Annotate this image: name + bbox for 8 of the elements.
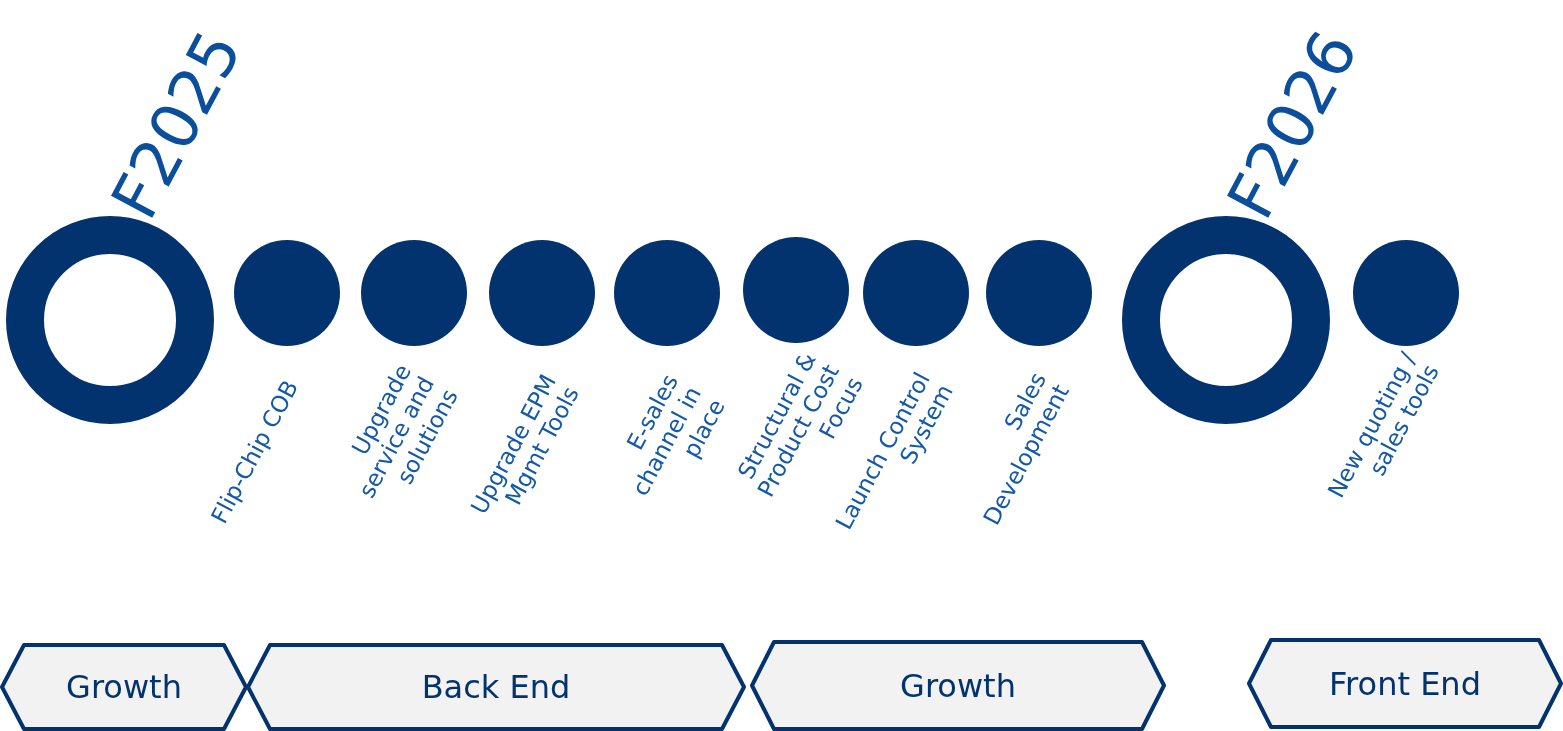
phase-label: Growth [65,668,183,706]
phase-banner [752,642,1164,729]
phase-banner [1249,640,1561,727]
phase-label: Growth [899,666,1017,705]
phase-label: Back End [420,668,572,706]
phase-label: Front End [1328,664,1482,703]
phase-banner [248,645,744,729]
phase-banner [2,645,246,729]
